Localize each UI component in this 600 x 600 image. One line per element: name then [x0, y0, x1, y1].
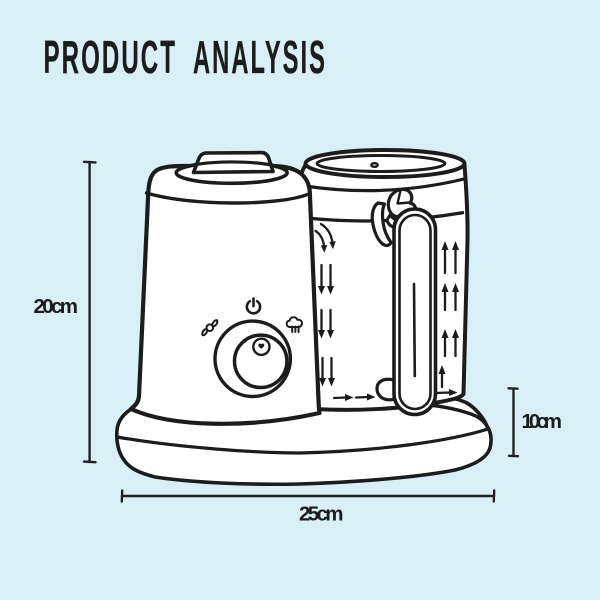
svg-text:ANALYSIS: ANALYSIS [193, 31, 327, 83]
svg-text:25cm: 25cm [299, 503, 344, 526]
svg-text:20cm: 20cm [34, 295, 79, 318]
svg-text:10cm: 10cm [522, 410, 563, 433]
svg-text:PRODUCT: PRODUCT [44, 31, 178, 83]
